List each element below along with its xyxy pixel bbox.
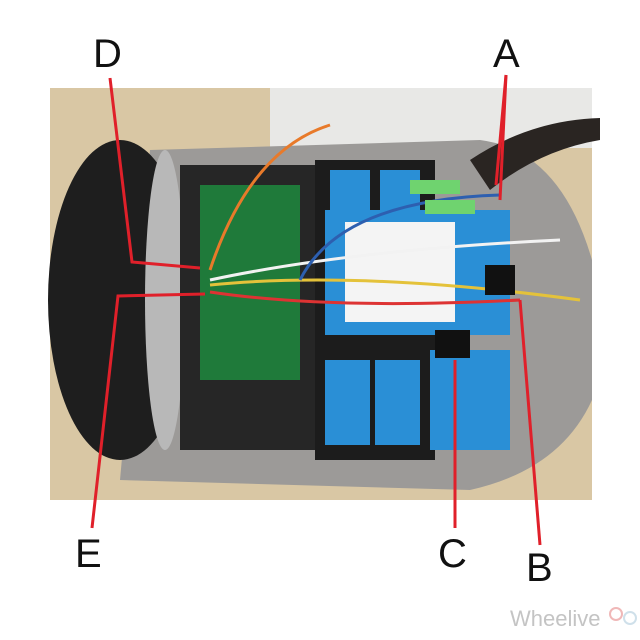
label-a: A bbox=[493, 32, 520, 76]
label-c: C bbox=[438, 532, 467, 576]
connector bbox=[425, 200, 475, 214]
watermark-logo bbox=[609, 607, 623, 621]
label-e: E bbox=[75, 532, 102, 576]
wires bbox=[208, 123, 581, 306]
watermark-logo bbox=[623, 611, 637, 625]
connector bbox=[410, 180, 460, 194]
callout-line-e bbox=[90, 292, 206, 529]
callout-lines bbox=[90, 74, 542, 546]
connector bbox=[485, 265, 515, 295]
battery-label bbox=[345, 222, 455, 322]
label-d: D bbox=[93, 32, 122, 76]
watermark: Wheelive bbox=[510, 606, 601, 631]
label-b: B bbox=[526, 546, 553, 590]
battery-cell bbox=[325, 360, 370, 445]
wheel-hub bbox=[145, 150, 185, 450]
battery-cell bbox=[375, 360, 420, 445]
callout-line-b bbox=[518, 299, 542, 546]
battery-cell bbox=[430, 350, 510, 450]
connector bbox=[435, 330, 470, 358]
battery-cell bbox=[330, 170, 370, 210]
callout-line-d bbox=[108, 77, 201, 270]
callout-line-a2 bbox=[498, 74, 508, 201]
